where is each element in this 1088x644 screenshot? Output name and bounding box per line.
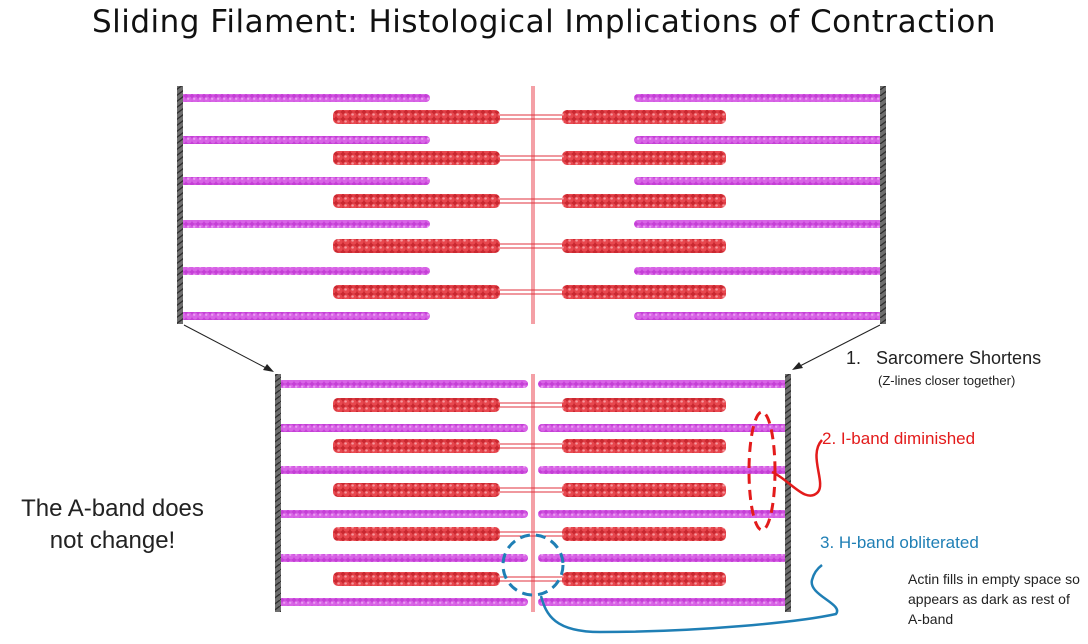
actin-filament (538, 380, 788, 388)
hband-label: 3. H-band obliterated (820, 533, 979, 552)
actin-filament (634, 177, 883, 185)
actin-filament (538, 598, 788, 606)
myosin-filament (333, 398, 500, 412)
myosin-filament (562, 398, 726, 412)
z-line (880, 86, 886, 324)
hband-connector (539, 564, 839, 634)
actin-filament (180, 94, 430, 102)
myosin-filament (333, 527, 500, 541)
actin-filament (634, 220, 883, 228)
z-line (275, 374, 281, 612)
contracted-sarcomere (275, 374, 791, 612)
left-shortening-arrow (183, 324, 271, 371)
actin-filament (538, 510, 788, 518)
actin-filament (634, 267, 883, 275)
actin-filament (180, 177, 430, 185)
actin-filament (538, 466, 788, 474)
myosin-filament (333, 285, 500, 299)
myosin-filament (333, 483, 500, 497)
actin-note-label: Actin fills in empty space so appears as… (908, 571, 1080, 627)
z-line (177, 86, 183, 324)
aband-label: The A-band does not change! (21, 495, 204, 554)
actin-filament (278, 380, 528, 388)
z-line (785, 374, 791, 612)
myosin-filament (333, 239, 500, 253)
iband-highlight-ellipse (747, 410, 777, 532)
sarcomere-shortens-number: 1. (846, 348, 862, 368)
sarcomere-shortens-sublabel: (Z-lines closer together) (878, 373, 1016, 388)
myosin-filament (333, 439, 500, 453)
actin-filament (634, 136, 883, 144)
myosin-filament (562, 527, 726, 541)
iband-connector (771, 439, 824, 497)
actin-filament (634, 94, 883, 102)
myosin-filament (333, 110, 500, 124)
m-line (531, 374, 535, 612)
actin-filament (278, 466, 528, 474)
myosin-filament (562, 194, 726, 208)
right-arrow-head (792, 362, 803, 370)
myosin-filament (562, 483, 726, 497)
myosin-filament (562, 110, 726, 124)
myosin-filament (562, 572, 726, 586)
myosin-filament (333, 151, 500, 165)
actin-filament (278, 510, 528, 518)
relaxed-sarcomere (177, 86, 886, 324)
right-shortening-arrow (795, 324, 881, 369)
myosin-filament (562, 239, 726, 253)
actin-filament (278, 424, 528, 432)
hband-highlight-circle (501, 533, 565, 597)
myosin-filament (562, 439, 726, 453)
actin-filament (634, 312, 883, 320)
m-line (531, 86, 535, 324)
actin-filament (180, 312, 430, 320)
actin-filament (180, 267, 430, 275)
diagram-title: Sliding Filament: Histological Implicati… (91, 4, 997, 40)
actin-filament (180, 220, 430, 228)
actin-filament (180, 136, 430, 144)
sarcomere-shortens-label: 1. Sarcomere Shortens (846, 348, 1041, 369)
sarcomere-shortens-text: Sarcomere Shortens (876, 348, 1042, 368)
actin-filament (538, 424, 788, 432)
shortening-arrows (183, 324, 881, 372)
myosin-filament (333, 194, 500, 208)
iband-annotation (747, 410, 824, 532)
myosin-filament (562, 285, 726, 299)
hband-annotation (501, 533, 839, 634)
left-arrow-head (263, 364, 274, 372)
actin-filament (278, 554, 528, 562)
myosin-filament (333, 572, 500, 586)
actin-filament (278, 598, 528, 606)
actin-filament (538, 554, 788, 562)
iband-label: 2. I-band diminished (822, 429, 976, 448)
myosin-filament (562, 151, 726, 165)
